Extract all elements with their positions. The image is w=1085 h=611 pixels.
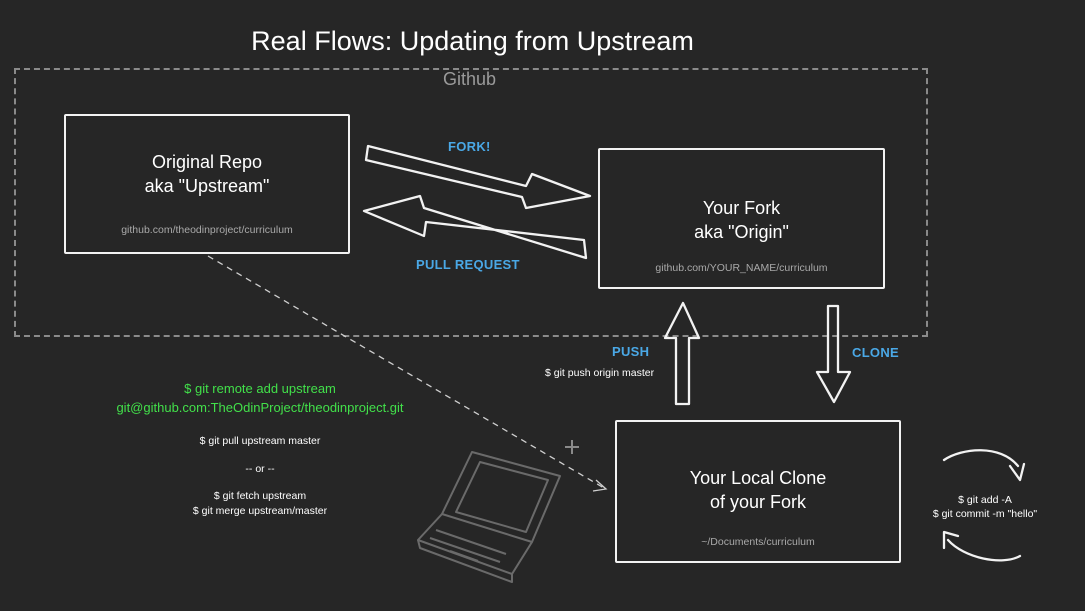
github-label: Github [443,69,497,89]
clone-label: CLONE [852,345,899,360]
clone-arrow [815,304,852,404]
upstream-title: Original Repo [151,152,263,172]
upstream-alias: aka "Upstream" [144,176,270,196]
upstream-repo-box: Original Repo aka "Upstream" github.com/… [64,114,350,254]
fetch-command: $ git fetch upstream [213,490,307,502]
local-clone-box: Your Local Clone of your Fork ~/Document… [615,420,901,563]
pull-request-arrow [362,194,588,260]
laptop-icon [417,451,561,583]
fork-arrow [364,144,592,210]
push-arrow [663,301,701,406]
origin-title: Your Fork [702,198,781,218]
slide-title: Real Flows: Updating from Upstream [251,26,694,56]
origin-alias: aka "Origin" [694,222,789,242]
local-path: ~/Documents/curriculum [701,536,815,548]
pull-command: $ git pull upstream master [199,435,321,447]
plus-mark [565,440,579,454]
cycle-arrow-bottom [946,538,1022,562]
remote-add-url: git@github.com:TheOdinProject/theodinpro… [116,400,404,415]
cycle-arrow-top [942,449,1020,468]
local-title: Your Local Clone [689,468,827,488]
origin-url: github.com/YOUR_NAME/curriculum [655,262,828,274]
fork-label: FORK! [448,139,491,154]
upstream-url: github.com/theodinproject/curriculum [121,224,293,236]
local-subtitle: of your Fork [709,492,807,512]
or-separator: -- or -- [245,463,275,475]
pull-request-label: PULL REQUEST [416,257,520,272]
commit-command: $ git commit -m "hello" [932,508,1038,520]
push-label: PUSH [612,344,650,359]
github-region [14,68,928,337]
merge-command: $ git merge upstream/master [192,505,328,517]
remote-add-command: $ git remote add upstream [184,381,336,396]
add-command: $ git add -A [958,494,1012,506]
push-command: $ git push origin master [545,367,655,379]
origin-fork-box: Your Fork aka "Origin" github.com/YOUR_N… [598,148,885,289]
